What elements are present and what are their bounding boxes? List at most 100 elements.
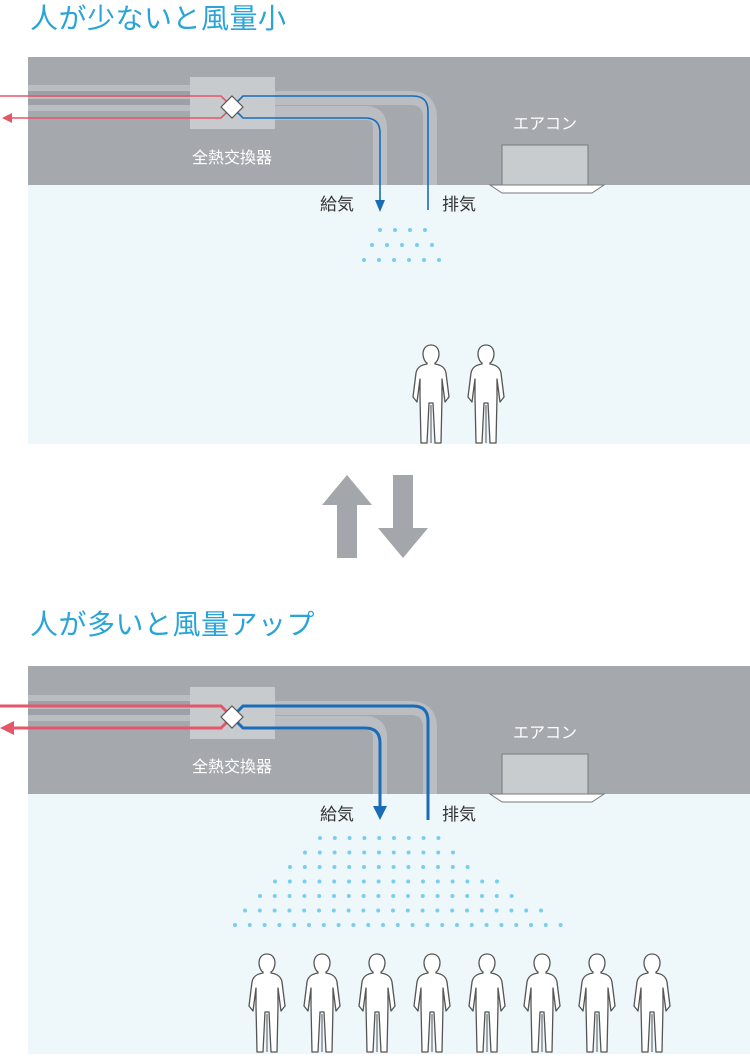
airflow-dot — [233, 923, 237, 927]
airflow-dot — [495, 879, 499, 884]
exchanger-core-icon — [220, 95, 244, 119]
duct-left — [28, 85, 190, 111]
airflow-dot — [302, 894, 307, 898]
airflow-dot — [361, 908, 366, 913]
airflow-dot — [262, 923, 267, 927]
airflow-dot — [543, 923, 548, 927]
airflow-dot — [287, 908, 292, 913]
supply-air-line — [231, 95, 429, 210]
air-conditioner-icon — [488, 753, 606, 803]
airflow-dot — [410, 923, 415, 927]
airflow-dot — [436, 850, 441, 855]
airflow-dot — [332, 836, 337, 840]
airflow-dot — [524, 908, 529, 913]
airflow-dot — [406, 850, 411, 855]
airflow-dot — [303, 850, 307, 855]
airflow-dot — [499, 923, 504, 927]
airflow-dot — [479, 908, 484, 913]
airflow-dot — [376, 879, 381, 884]
airflow-dot — [480, 894, 484, 898]
airflow-dot — [347, 836, 352, 840]
airflow-dot — [392, 836, 396, 840]
airflow-dot — [509, 908, 514, 913]
airflow-dot — [273, 879, 277, 884]
airflow-dot — [514, 923, 519, 927]
airflow-dot — [469, 923, 474, 927]
airflow-dot — [332, 894, 336, 898]
airflow-dot — [450, 894, 455, 898]
airflow-dot — [332, 850, 337, 855]
room-space — [28, 185, 750, 444]
airflow-dot — [336, 923, 341, 927]
airflow-dot — [494, 908, 499, 913]
airflow-dot — [302, 908, 307, 913]
airflow-dot — [480, 879, 485, 884]
air-conditioner-icon — [488, 144, 606, 194]
airflow-dot — [381, 923, 385, 927]
duct-left — [28, 695, 190, 721]
airflow-dot — [277, 923, 282, 927]
airflow-dot — [421, 850, 426, 855]
airflow-dot — [347, 879, 351, 884]
airflow-dot — [361, 879, 366, 884]
airflow-dot — [450, 879, 455, 884]
high-occupancy-diagram: 全熱交換器 給気 排気 エアコン — [0, 666, 750, 1054]
heat-exchanger-label: 全熱交換器 — [192, 757, 272, 776]
airflow-dot — [361, 894, 366, 898]
airflow-dot — [362, 850, 367, 855]
airflow-dot — [332, 865, 337, 869]
airflow-dot — [435, 894, 440, 898]
airflow-dot — [436, 836, 441, 840]
airflow-dot — [405, 908, 410, 913]
airflow-dot — [377, 850, 381, 855]
airflow-dot — [509, 894, 514, 898]
airflow-dot — [558, 923, 563, 927]
exhaust-label: 排気 — [442, 805, 476, 825]
airflow-dot — [421, 879, 425, 884]
airflow-dot — [317, 850, 322, 855]
up-down-arrows — [322, 475, 428, 558]
airflow-dot — [391, 894, 396, 898]
airflow-dot — [484, 923, 489, 927]
airflow-dot — [529, 923, 533, 927]
airflow-dot — [465, 879, 470, 884]
airflow-dot — [318, 836, 322, 840]
airflow-dot — [258, 894, 262, 898]
airflow-dot — [420, 908, 425, 913]
airflow-dot — [377, 836, 382, 840]
airflow-dot — [317, 879, 322, 884]
exhaust-arrowhead — [0, 721, 14, 735]
airflow-dots-small — [362, 228, 441, 262]
supply-arrowhead — [375, 200, 385, 212]
airflow-dot — [376, 865, 381, 869]
ceiling-space — [28, 666, 750, 794]
airflow-dots-large — [233, 836, 563, 927]
airflow-dot — [391, 879, 396, 884]
airflow-dot — [406, 894, 410, 898]
airflow-dot — [292, 923, 297, 927]
airflow-dot — [391, 865, 396, 869]
airflow-dot — [243, 908, 247, 913]
airflow-dot — [406, 836, 411, 840]
airflow-dot — [376, 894, 381, 898]
down-arrow-icon — [378, 475, 428, 558]
airflow-dot — [321, 923, 326, 927]
airflow-dot — [395, 923, 400, 927]
airflow-dot — [272, 894, 277, 898]
airflow-dot — [435, 908, 440, 913]
supply-label: 給気 — [320, 805, 354, 825]
airflow-dot — [420, 894, 425, 898]
up-arrow-icon — [322, 475, 372, 558]
airflow-dot — [302, 865, 307, 869]
airflow-dot — [366, 923, 371, 927]
airflow-dot — [287, 879, 292, 884]
airflow-dot — [465, 894, 470, 898]
exhaust-arrowhead — [2, 113, 12, 123]
exchanger-core-icon — [220, 705, 244, 729]
airflow-dot — [451, 850, 455, 855]
aircon-label: エアコン — [513, 723, 577, 742]
airflow-dot — [421, 836, 426, 840]
airflow-dot — [465, 908, 469, 913]
airflow-dot — [347, 865, 352, 869]
airflow-dot — [288, 865, 292, 869]
